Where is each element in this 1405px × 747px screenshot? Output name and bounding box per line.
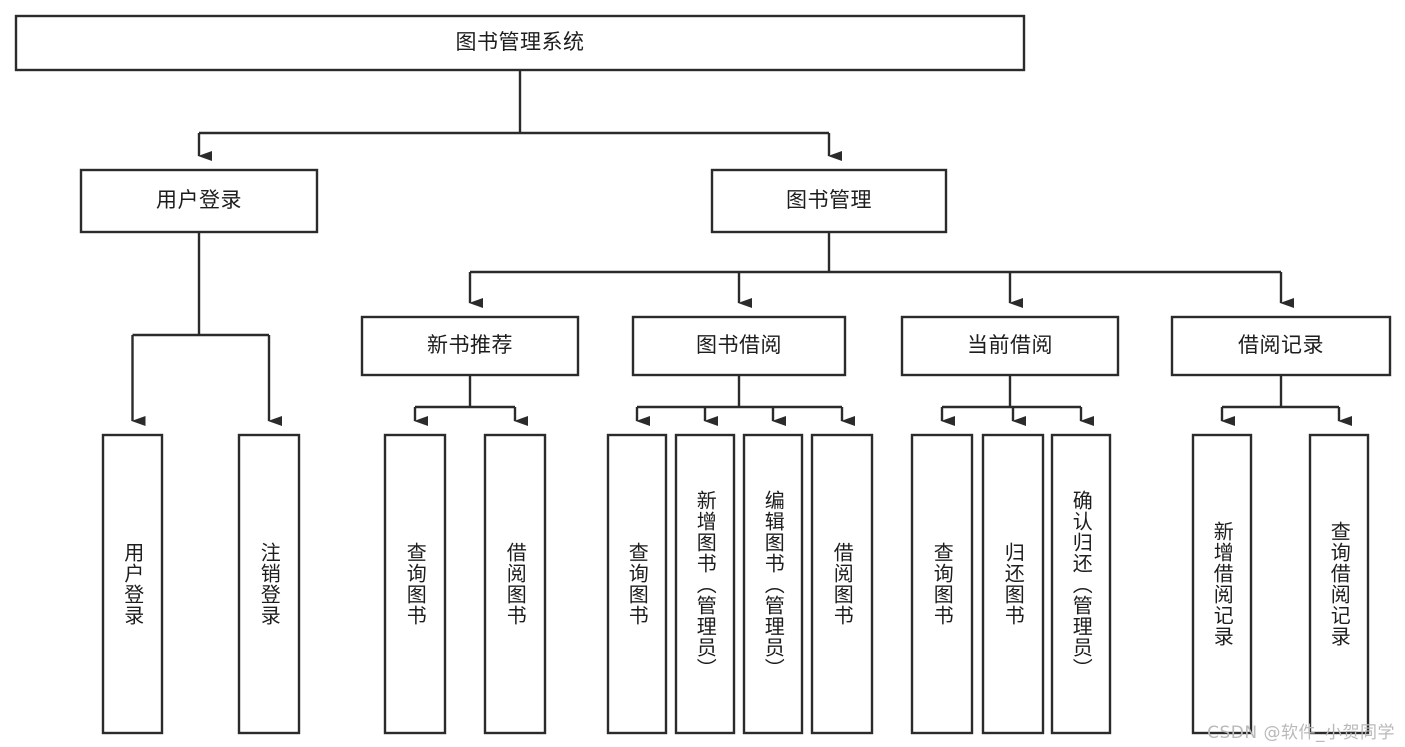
node-box-root xyxy=(14,14,1026,72)
node-box-leaf-edit-book-admin xyxy=(742,433,804,735)
node-box-leaf-return-book xyxy=(981,433,1045,735)
node-box-book-manage xyxy=(710,168,948,234)
node-box-book-borrow xyxy=(631,315,847,377)
node-box-leaf-user-login xyxy=(101,433,164,735)
node-box-leaf-confirm-return-admin xyxy=(1050,433,1112,735)
node-box-leaf-query-book-2 xyxy=(606,433,668,735)
node-box-leaf-borrow-book-1 xyxy=(483,433,547,735)
node-box-leaf-borrow-book-2 xyxy=(810,433,874,735)
node-box-current-borrow xyxy=(900,315,1120,377)
node-box-leaf-query-book-3 xyxy=(910,433,974,735)
node-box-leaf-add-book-admin xyxy=(674,433,736,735)
node-box-leaf-query-book-1 xyxy=(383,433,447,735)
node-rect-layer xyxy=(14,14,1392,735)
node-box-leaf-user-logout xyxy=(237,433,301,735)
node-box-new-book-recommend xyxy=(360,315,580,377)
connector-layer xyxy=(131,70,1352,426)
node-box-borrow-record xyxy=(1170,315,1392,377)
node-box-leaf-query-borrow-record xyxy=(1308,433,1370,735)
node-box-leaf-add-borrow-record xyxy=(1191,433,1253,735)
node-box-user-login xyxy=(79,168,319,234)
